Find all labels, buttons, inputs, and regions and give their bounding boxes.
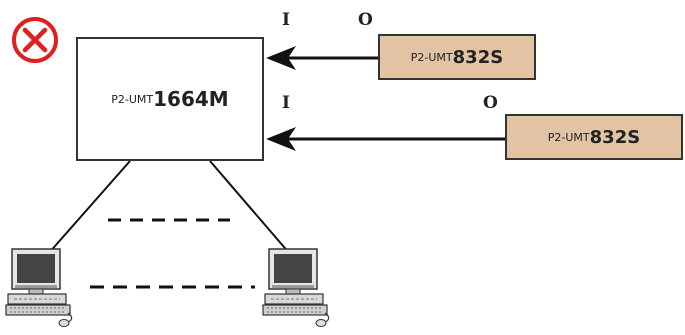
- error-circle-x-icon: [12, 17, 58, 63]
- computer-icon: [262, 248, 330, 327]
- right-pc-link-line: [209, 160, 291, 255]
- computer-icon: [5, 248, 73, 327]
- slave-switch-1-prefix: P2-UMT: [410, 50, 453, 64]
- main-switch-model: 1664M: [153, 87, 229, 111]
- slave-switch-2-model: 832S: [589, 126, 641, 148]
- slave-switch-2-prefix: P2-UMT: [547, 130, 590, 144]
- slave-2-input-label: I: [282, 93, 290, 113]
- slave-1-input-label: I: [282, 10, 290, 30]
- left-pc-link-line: [47, 160, 131, 255]
- slave-switch-1-model: 832S: [452, 46, 504, 68]
- main-switch-prefix: P2-UMT: [111, 92, 154, 106]
- slave-2-output-label: O: [483, 93, 498, 113]
- slave-1-arrowhead: [266, 46, 296, 70]
- slave-2-arrowhead: [266, 127, 296, 151]
- slave-1-output-label: O: [358, 10, 373, 30]
